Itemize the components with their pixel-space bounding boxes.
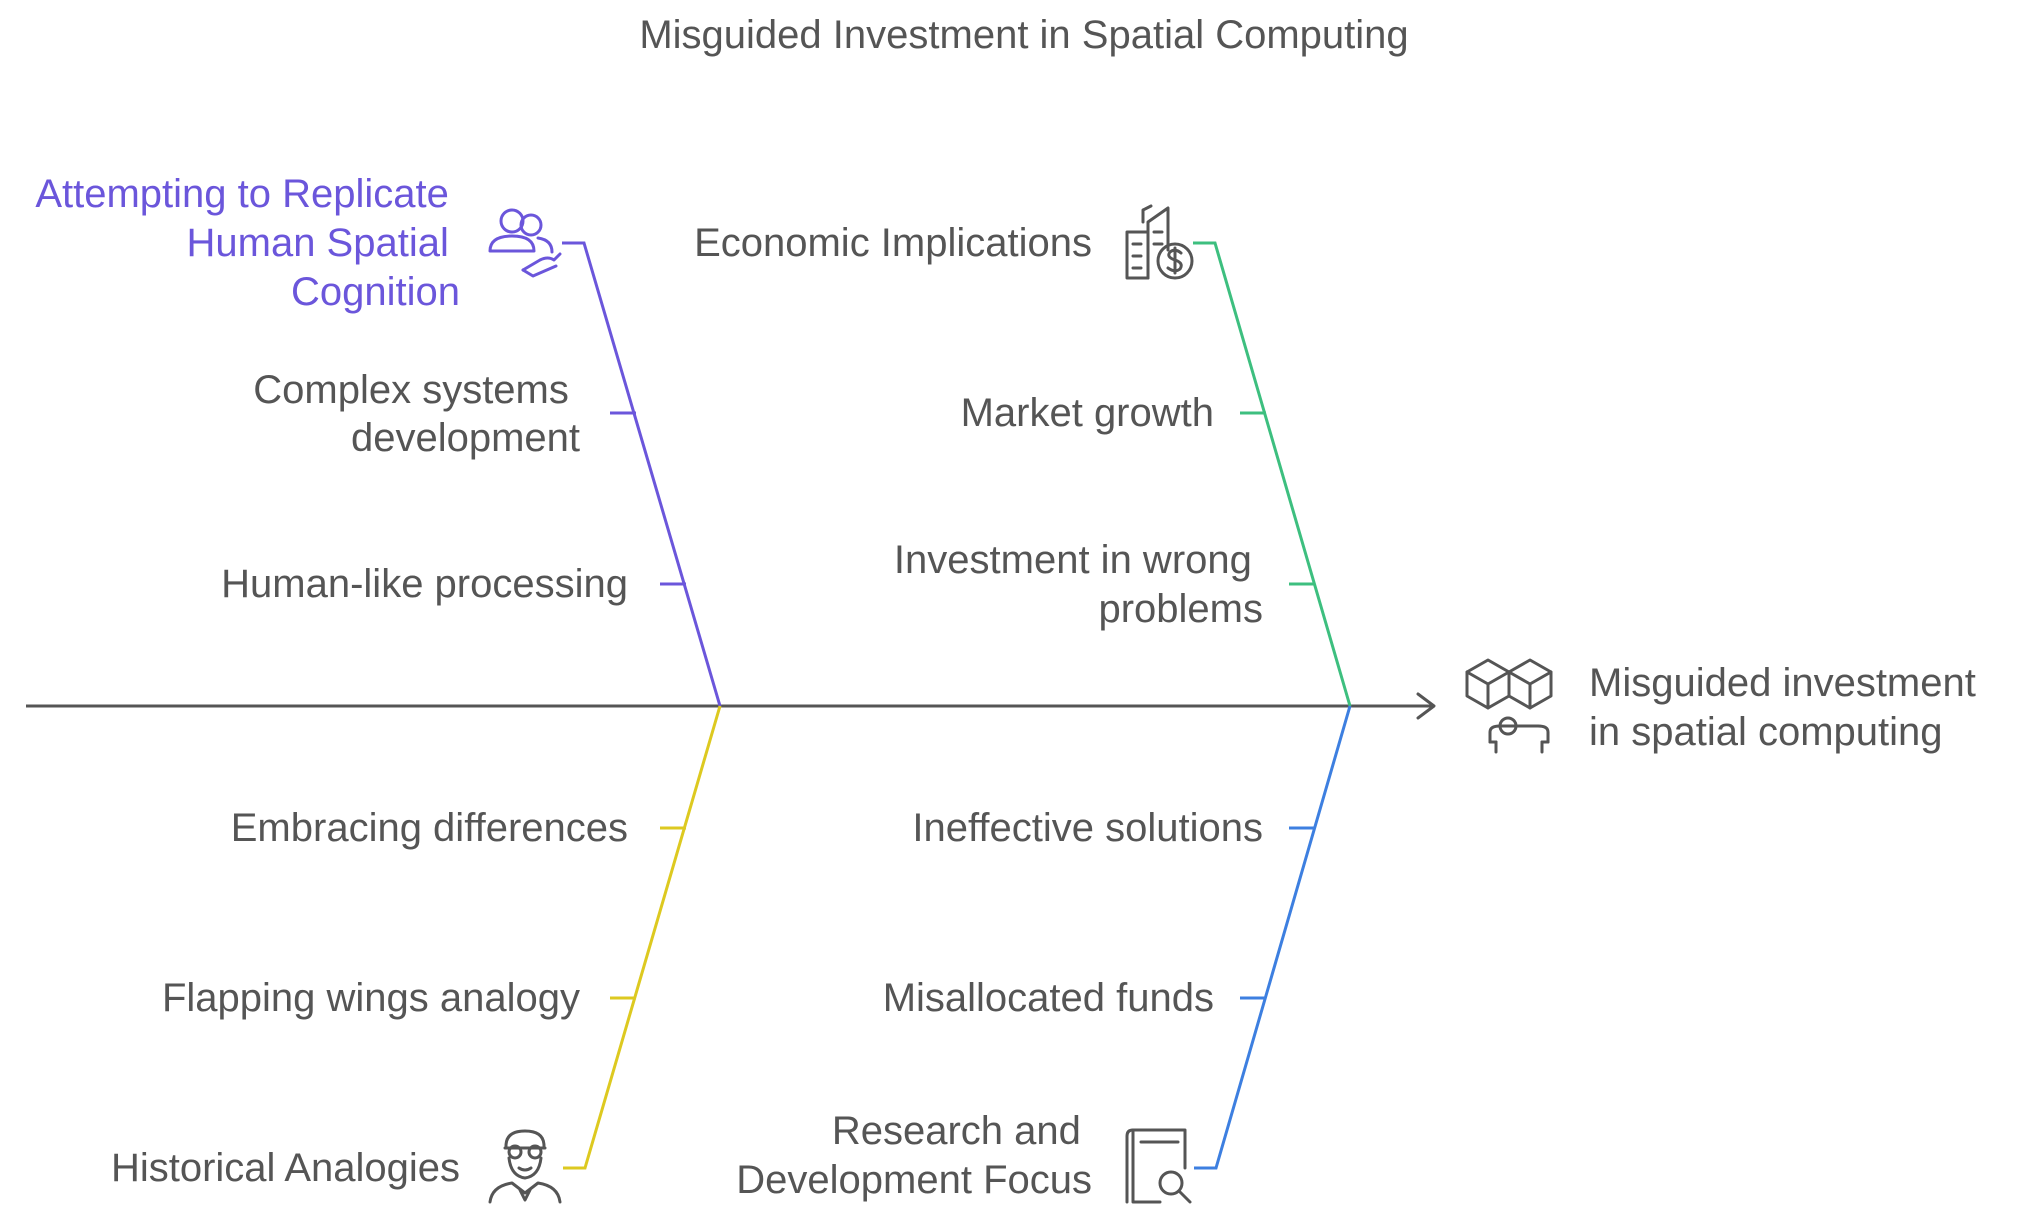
branch-research: Research and Development Focus Ineffecti… — [736, 705, 1352, 1204]
building-dollar-icon — [1125, 204, 1194, 280]
branch-line-replicate — [562, 241, 722, 707]
effect-label: Misguided investment in spatial computin… — [1589, 661, 1987, 754]
branch-replicate: Attempting to Replicate Human Spatial Co… — [35, 172, 722, 707]
cause-label: Ineffective solutions — [912, 806, 1263, 850]
category-label-historical: Historical Analogies — [111, 1146, 460, 1190]
cause-label: Human-like processing — [221, 562, 628, 606]
aviator-icon — [488, 1129, 562, 1204]
cause-label: Flapping wings analogy — [162, 976, 580, 1020]
cause-label: Investment in wrong problems — [894, 538, 1263, 631]
cause-label: Market growth — [961, 391, 1214, 435]
effect: Misguided investment in spatial computin… — [1465, 658, 1987, 754]
cause-label: Complex systems development — [253, 368, 580, 460]
branch-economic: Economic Implications Market growth Inve… — [694, 204, 1352, 707]
cause-label: Misallocated funds — [883, 976, 1214, 1020]
branch-line-research — [1194, 705, 1352, 1170]
cause-label: Embracing differences — [231, 806, 628, 850]
spine — [26, 692, 1436, 720]
branch-line-historical — [563, 705, 722, 1170]
category-label-economic: Economic Implications — [694, 221, 1092, 265]
book-search-icon — [1125, 1128, 1192, 1204]
spine-arrowhead — [1416, 692, 1436, 720]
people-hand-icon — [488, 208, 562, 278]
diagram-title: Misguided Investment in Spatial Computin… — [639, 13, 1408, 57]
blocks-and-headset-icon — [1465, 658, 1553, 754]
branch-line-economic — [1193, 241, 1352, 707]
category-label-research: Research and Development Focus — [736, 1109, 1092, 1202]
category-label-replicate: Attempting to Replicate Human Spatial Co… — [35, 172, 460, 314]
branch-historical: Historical Analogies Embracing differenc… — [111, 705, 722, 1204]
